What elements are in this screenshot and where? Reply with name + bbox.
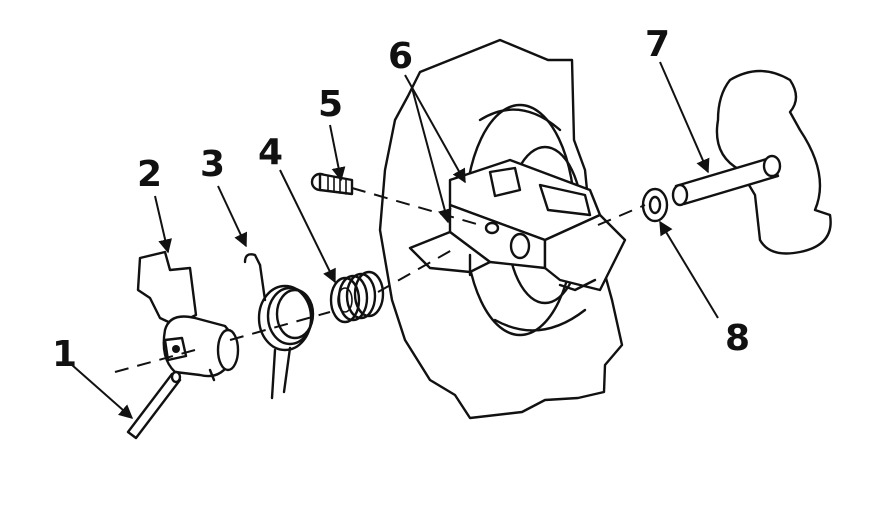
callout-2: 2: [137, 154, 162, 195]
compression-spring: [329, 270, 385, 324]
callout-5: 5: [318, 84, 343, 125]
callout-labels: 1 2 3 4 5 6 7 8: [52, 24, 750, 375]
assembly-centerlines: [114, 187, 646, 373]
torsion-spring: [243, 253, 315, 400]
latch-cam: [136, 250, 240, 382]
handle-rod: [671, 69, 832, 255]
callout-7: 7: [645, 24, 670, 65]
callout-4: 4: [258, 132, 283, 173]
leader-lines: [71, 61, 719, 419]
callout-1: 1: [52, 334, 77, 375]
callout-3: 3: [200, 144, 225, 185]
callout-6: 6: [388, 36, 413, 77]
roll-pin: [126, 370, 182, 440]
callout-8: 8: [725, 318, 750, 359]
screw: [310, 172, 354, 196]
washer: [641, 187, 669, 223]
